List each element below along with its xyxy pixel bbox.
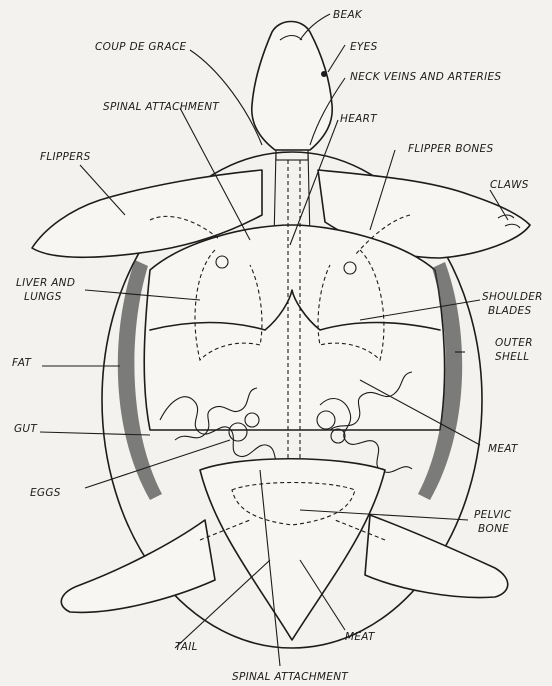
label-beak: BEAK — [333, 9, 363, 21]
label-gut: GUT — [14, 423, 38, 435]
head — [252, 22, 332, 241]
label-claws: CLAWS — [490, 179, 529, 191]
label-eggs: EGGS — [30, 487, 61, 499]
label-fat: FAT — [12, 357, 32, 369]
label-flippers: FLIPPERS — [40, 151, 91, 163]
label-blades: BLADES — [488, 305, 531, 317]
pelvic-plate — [200, 459, 385, 640]
label-spinal-attachment-top: SPINAL ATTACHMENT — [103, 101, 220, 113]
label-meat-right: MEAT — [488, 443, 519, 455]
label-neck-veins: NECK VEINS AND ARTERIES — [350, 71, 501, 83]
label-outer: OUTER — [495, 337, 533, 349]
label-shoulder: SHOULDER — [482, 291, 543, 303]
label-eyes: EYES — [350, 41, 378, 53]
label-coup-de-grace: COUP DE GRACE — [95, 41, 187, 53]
label-spinal-attachment-bottom: SPINAL ATTACHMENT — [232, 671, 349, 683]
label-tail: TAIL — [175, 641, 198, 653]
label-lungs: LUNGS — [24, 291, 62, 303]
label-heart: HEART — [340, 113, 378, 125]
label-shell: SHELL — [495, 351, 529, 363]
label-bone: BONE — [478, 523, 509, 535]
label-liver-and: LIVER AND — [16, 277, 75, 289]
label-flipper-bones: FLIPPER BONES — [408, 143, 493, 155]
label-meat-bottom: MEAT — [345, 631, 376, 643]
label-pelvic: PELVIC — [474, 509, 512, 521]
